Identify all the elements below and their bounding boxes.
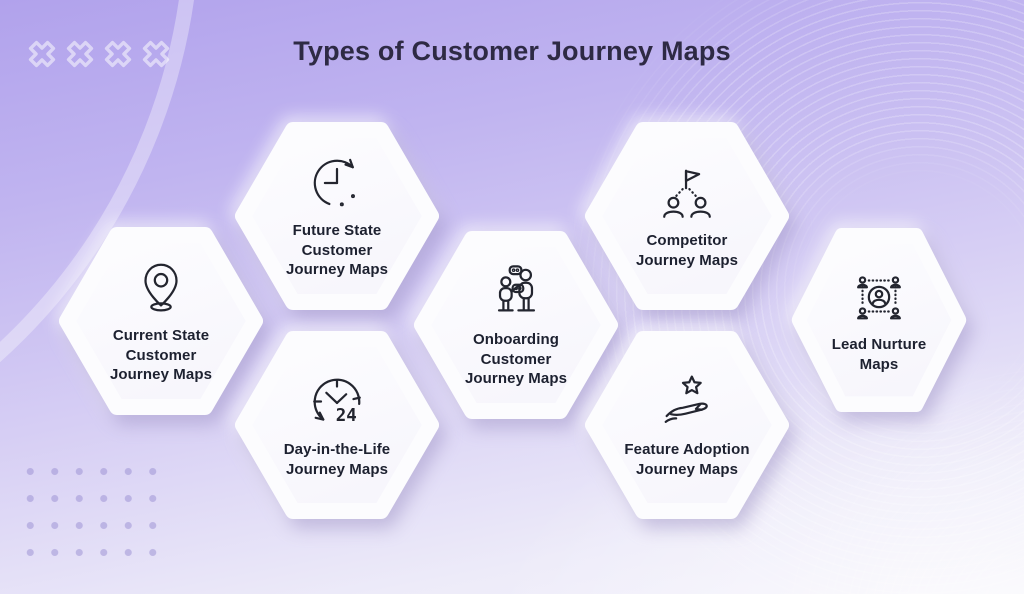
card-current-state-customer-journey-maps: Current State Customer Journey Maps xyxy=(58,226,264,416)
hexagon-shape xyxy=(59,227,263,415)
people-conversation-icon xyxy=(497,265,536,312)
card-feature-adoption-journey-maps: Feature Adoption Journey Maps xyxy=(584,330,790,520)
lead-network-icon xyxy=(857,276,901,320)
future-clock-arrow-icon xyxy=(313,158,355,207)
card-future-state-customer-journey-maps: Future State Customer Journey Maps xyxy=(234,121,440,311)
card-lead-nurture-maps: Lead Nurture Maps xyxy=(791,227,967,413)
hexagon-shape xyxy=(414,231,618,419)
card-label: Day-in-the-Life Journey Maps xyxy=(283,440,391,478)
card-day-in-the-life-journey-maps: 24 Day-in-the-Life Journey Maps xyxy=(234,330,440,520)
card-competitor-journey-maps: Competitor Journey Maps xyxy=(584,121,790,311)
hexagon-shape xyxy=(791,227,967,413)
hexagon-shape xyxy=(585,122,789,310)
dot-grid-decoration xyxy=(10,450,158,556)
svg-text:24: 24 xyxy=(336,406,357,426)
card-label: Future State Customer Journey Maps xyxy=(285,221,389,279)
hexagon-shape xyxy=(235,331,439,519)
race-to-flag-icon xyxy=(663,169,711,218)
card-label: Lead Nurture Maps xyxy=(831,335,927,373)
card-label: Feature Adoption Journey Maps xyxy=(624,440,750,478)
hexagon-shape xyxy=(235,122,439,310)
hexagon-shape xyxy=(585,331,789,519)
location-pin-icon xyxy=(144,263,178,312)
hand-holding-star-icon xyxy=(664,375,708,423)
24-hour-clock-icon: 24 xyxy=(313,378,361,426)
page-title: Types of Customer Journey Maps xyxy=(293,36,731,66)
card-label: Current State Customer Journey Maps xyxy=(109,326,213,384)
card-label: Competitor Journey Maps xyxy=(635,231,739,269)
card-label: Onboarding Customer Journey Maps xyxy=(464,330,568,388)
card-onboarding-customer-journey-maps: Onboarding Customer Journey Maps xyxy=(413,230,619,420)
